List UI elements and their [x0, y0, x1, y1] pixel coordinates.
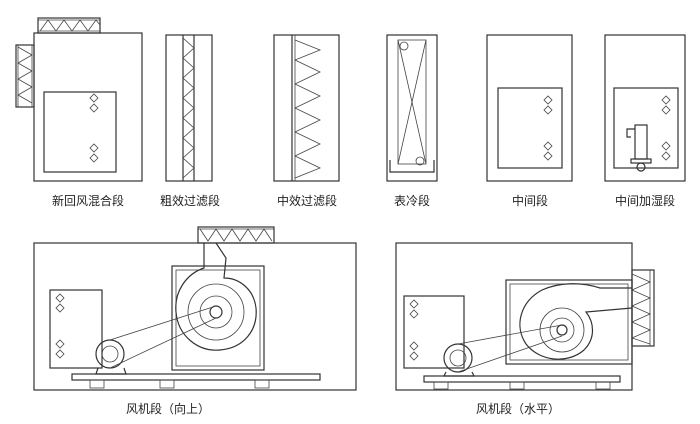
coarse-filter-section	[165, 34, 213, 182]
side-damper	[15, 44, 35, 108]
fan-outlet-damper	[197, 226, 275, 244]
caption-coarse-filter: 粗效过滤段	[159, 194, 221, 208]
caption-fan-horizontal: 风机段（水平）	[475, 402, 561, 416]
caption-cooling-coil: 表冷段	[393, 194, 431, 208]
fan-side-damper	[630, 269, 655, 347]
caption-mixing: 新回风混合段	[51, 194, 125, 208]
access-door	[43, 91, 117, 173]
humidifier-section	[604, 34, 686, 182]
caption-medium-filter: 中效过滤段	[276, 194, 338, 208]
top-damper	[37, 17, 101, 34]
mixing-section	[15, 17, 143, 182]
motor	[95, 339, 127, 375]
cooling-coil-section	[386, 34, 438, 182]
humidifier-unit-icon	[626, 124, 652, 172]
medium-filter-section	[273, 34, 340, 182]
intermediate-section	[486, 34, 573, 182]
fan-up-section	[33, 226, 357, 391]
fan-horizontal-section	[395, 242, 655, 391]
caption-humidifier: 中间加湿段	[614, 194, 676, 208]
door-hinge-icon	[89, 93, 99, 163]
caption-fan-up: 风机段（向上）	[125, 402, 211, 416]
motor	[443, 343, 475, 377]
caption-intermediate: 中间段	[511, 194, 549, 208]
